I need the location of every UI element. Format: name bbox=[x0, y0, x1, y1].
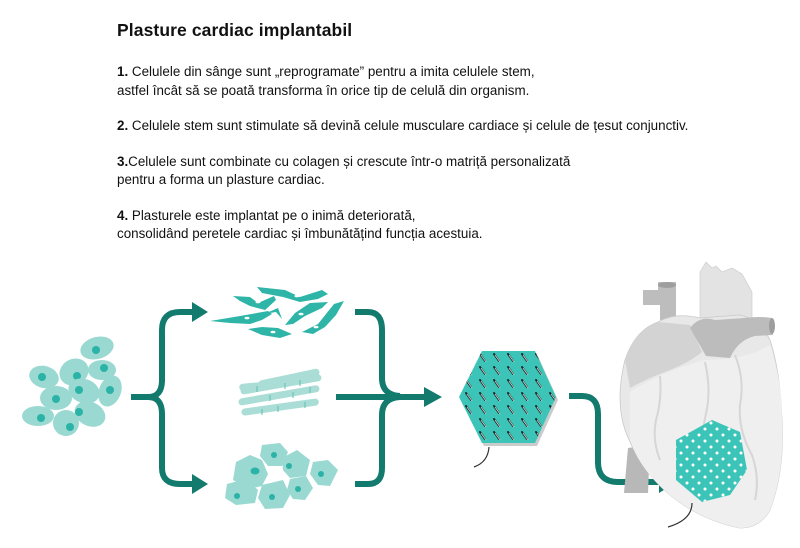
step-text: pentru a forma un plasture cardiac. bbox=[117, 172, 325, 187]
step-text: Celulele din sânge sunt „reprogramate” p… bbox=[128, 64, 535, 79]
patch-callout-line bbox=[473, 446, 490, 468]
step-text: Plasturele este implantat pe o inimă det… bbox=[128, 207, 416, 223]
step-text: Celulele stem sunt stimulate să devină c… bbox=[128, 118, 689, 133]
connective-tissue-cells-icon bbox=[225, 443, 338, 509]
step-2: 2. Celulele stem sunt stimulate să devin… bbox=[117, 117, 688, 136]
step-4: 4. Plasturele este implantat pe o inimă … bbox=[117, 207, 688, 244]
step-text: astfel încât să se poată transforma în o… bbox=[117, 82, 530, 98]
arrow-head-icon bbox=[192, 302, 208, 322]
cardiac-muscle-fibers-icon bbox=[238, 368, 322, 416]
merge-arrows-icon bbox=[336, 309, 425, 487]
page-title: Plasture cardiac implantabil bbox=[117, 20, 353, 40]
steps-list: 1. Celulele din sânge sunt „reprogramate… bbox=[117, 63, 688, 261]
arrow-head-icon bbox=[424, 387, 442, 407]
branch-arrows-icon bbox=[131, 309, 193, 487]
step-number: 1. bbox=[117, 64, 129, 79]
stem-cells-icon bbox=[22, 336, 122, 436]
step-3: 3.Celulele sunt combinate cu colagen și … bbox=[117, 153, 688, 190]
step-text: Celulele sunt combinate cu colagen și cr… bbox=[128, 153, 571, 169]
step-1: 1. Celulele din sânge sunt „reprogramate… bbox=[117, 63, 688, 100]
arrow-head-icon bbox=[192, 474, 208, 494]
fibroblast-cells-icon bbox=[210, 287, 344, 338]
step-number: 4. bbox=[117, 207, 129, 223]
cardiac-patch-icon bbox=[459, 351, 558, 446]
implant-arrow-icon bbox=[569, 393, 660, 485]
step-number: 3. bbox=[117, 153, 129, 169]
step-number: 2. bbox=[117, 118, 129, 133]
heart-callout-line bbox=[667, 502, 693, 528]
step-text: consolidând peretele cardiac și îmbunătă… bbox=[117, 226, 483, 241]
